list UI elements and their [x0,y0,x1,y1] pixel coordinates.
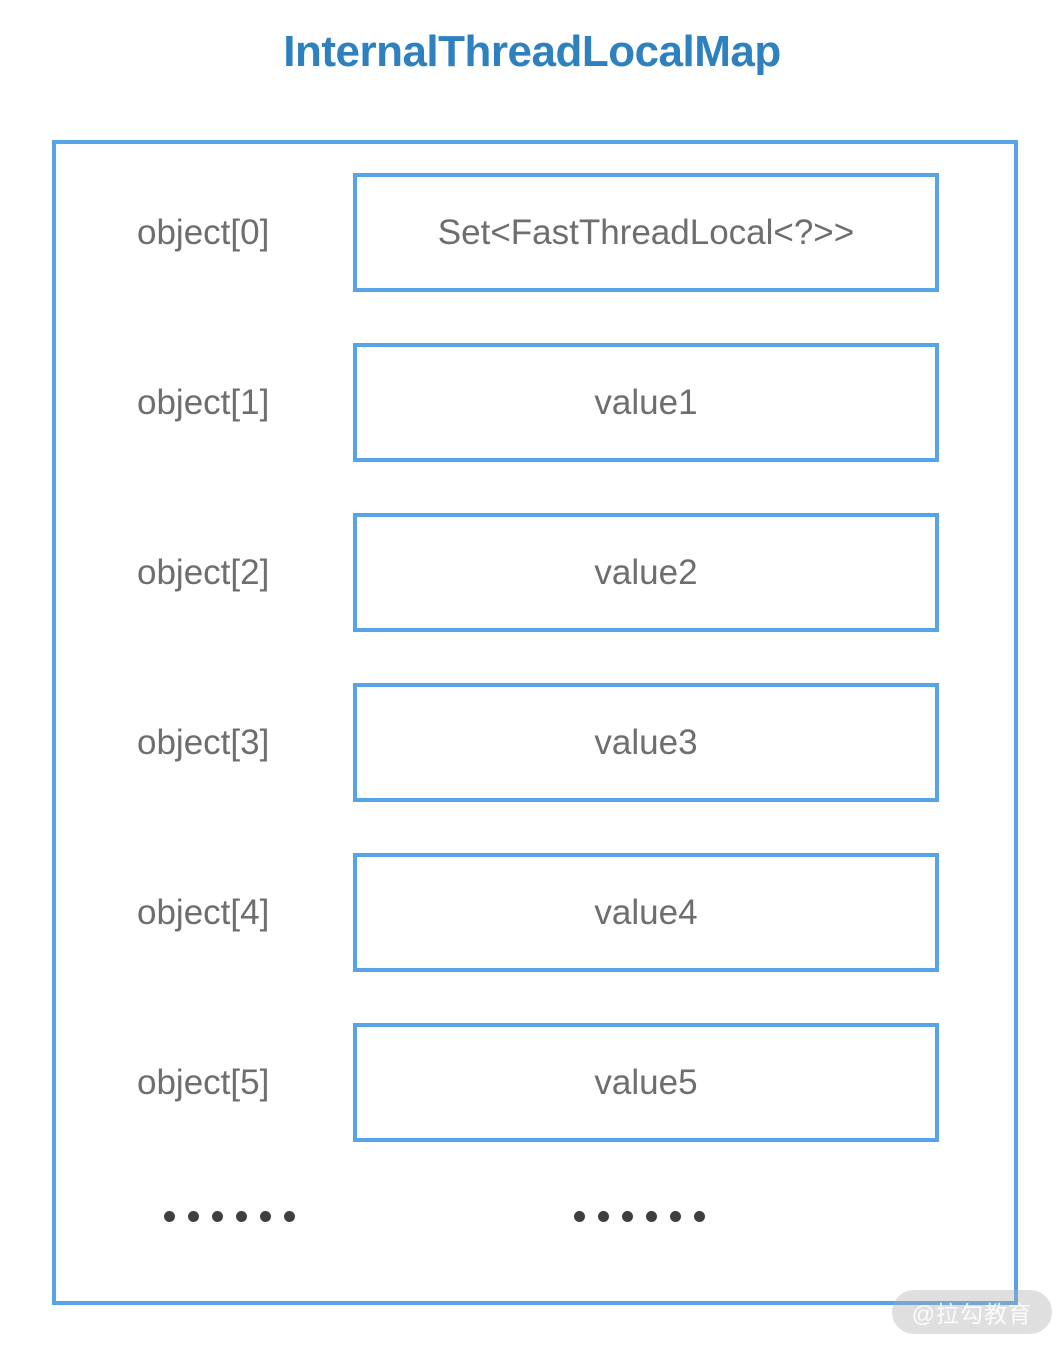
ellipsis-dot [260,1210,271,1222]
slot-box-4: value4 [353,853,939,972]
slot-box-5: value5 [353,1023,939,1142]
slot-value-5: value5 [594,1062,698,1102]
ellipsis-dot [646,1210,657,1222]
internal-thread-local-map-container: object[0] Set<FastThreadLocal<?>> object… [52,140,1018,1305]
slot-box-2: value2 [353,513,939,632]
slot-row-2: object[2] value2 [56,513,1014,632]
slot-value-1: value1 [594,382,698,422]
ellipsis-dot [284,1210,295,1222]
slot-value-2: value2 [594,552,698,592]
ellipsis-left [164,1186,295,1246]
slot-row-3: object[3] value3 [56,683,1014,802]
slot-index-label-0: object[0] [137,212,270,252]
page-title: InternalThreadLocalMap [283,27,781,76]
ellipsis-dot [598,1210,609,1222]
ellipsis-dot [212,1210,223,1222]
ellipsis-dot [670,1210,681,1222]
slot-value-3: value3 [594,722,698,762]
slot-list: object[0] Set<FastThreadLocal<?>> object… [56,144,1014,1301]
slot-index-label-1: object[1] [137,382,270,422]
slot-row-0: object[0] Set<FastThreadLocal<?>> [56,173,1014,292]
slot-box-3: value3 [353,683,939,802]
ellipsis-dot [188,1210,199,1222]
ellipsis-right [574,1186,705,1246]
slot-index-label-3: object[3] [137,722,270,762]
ellipsis-dot [694,1210,705,1222]
ellipsis-dot [622,1210,633,1222]
slot-row-ellipsis [56,1186,1014,1246]
slot-box-0: Set<FastThreadLocal<?>> [353,173,939,292]
slot-value-0: Set<FastThreadLocal<?>> [437,212,855,252]
slot-index-label-4: object[4] [137,892,270,932]
slot-row-4: object[4] value4 [56,853,1014,972]
slot-index-label-5: object[5] [137,1062,270,1102]
slot-value-4: value4 [594,892,698,932]
slot-row-1: object[1] value1 [56,343,1014,462]
slot-row-5: object[5] value5 [56,1023,1014,1142]
slot-box-1: value1 [353,343,939,462]
ellipsis-dot [574,1210,585,1222]
slot-index-label-2: object[2] [137,552,270,592]
ellipsis-dot [236,1210,247,1222]
ellipsis-dot [164,1210,175,1222]
